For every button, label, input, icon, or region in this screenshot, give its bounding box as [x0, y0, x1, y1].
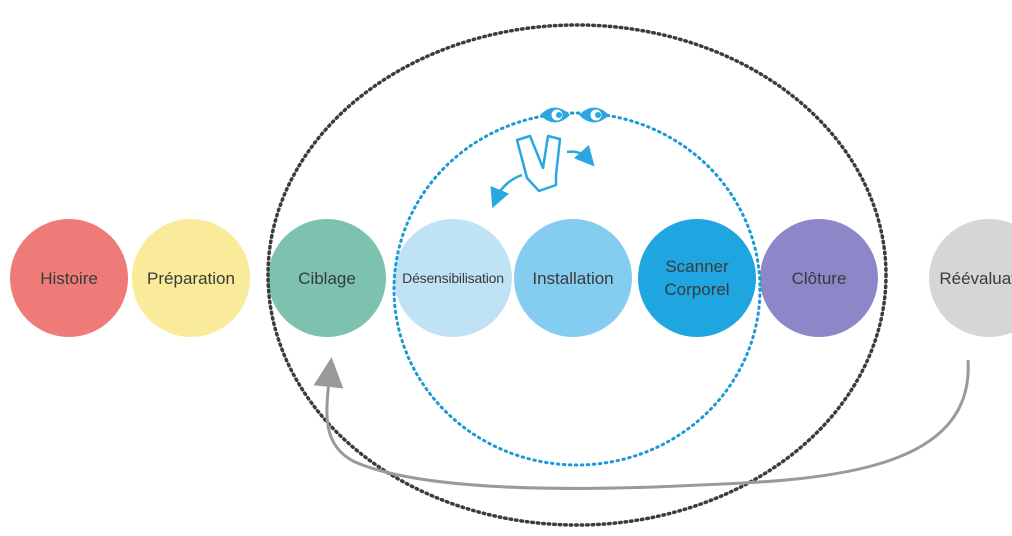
phase-preparation: Préparation — [132, 219, 250, 337]
phase-cloture: Clôture — [760, 219, 878, 337]
return-arrow — [313, 357, 970, 490]
phase-label: Installation — [532, 268, 614, 288]
phase-label: Histoire — [40, 268, 98, 288]
phase-label: Scanner Corporel — [664, 257, 730, 299]
phase-histoire: Histoire — [10, 219, 128, 337]
bilateral-arrow-left — [490, 173, 523, 209]
phase-ciblage: Ciblage — [268, 219, 386, 337]
phase-label: Préparation — [147, 268, 235, 288]
phase-label: Clôture — [791, 268, 847, 288]
phase-label: Réévaluation — [939, 268, 1012, 288]
phase-label: Désensibilisation — [402, 269, 504, 286]
phase-scanner-corporel: Scanner Corporel — [638, 219, 756, 337]
two-fingers-icon — [515, 134, 562, 193]
bilateral-arrow-right — [566, 144, 595, 167]
phase-reevaluation: Réévaluation — [929, 219, 1012, 337]
phase-desensibilisation: Désensibilisation — [394, 219, 512, 337]
eyes-icon — [540, 107, 609, 123]
phase-installation: Installation — [514, 219, 632, 337]
phase-label: Ciblage — [298, 268, 356, 288]
